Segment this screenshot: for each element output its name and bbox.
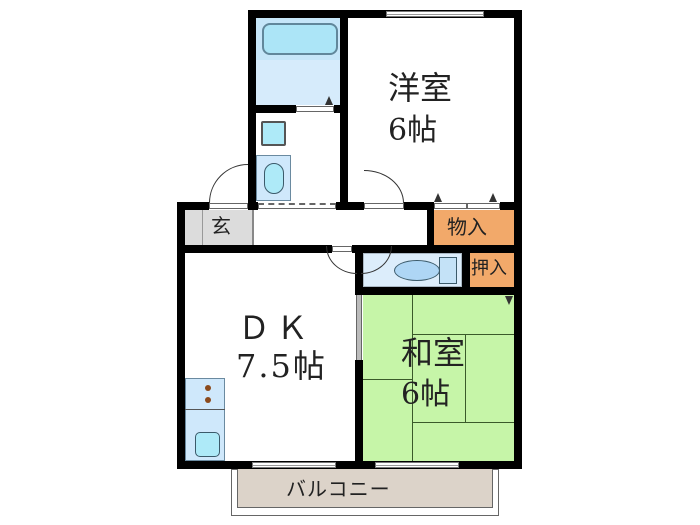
wall	[404, 202, 434, 210]
entrance	[185, 210, 252, 245]
entrance-label: 玄	[211, 214, 231, 238]
washing-machine-icon	[261, 121, 286, 146]
wall	[256, 105, 296, 113]
toilet-icon	[394, 260, 440, 281]
stove-divider	[185, 409, 225, 410]
door-marker-icon	[325, 96, 333, 105]
storage-closet	[434, 210, 514, 245]
wall	[177, 245, 332, 253]
washroom-door[interactable]	[258, 203, 336, 209]
balcony-label: バルコニー	[286, 477, 391, 501]
tatami-line	[412, 334, 514, 335]
wall	[462, 253, 470, 295]
wall	[355, 287, 522, 295]
wall	[336, 202, 364, 210]
wash-basin-icon	[264, 163, 284, 194]
window[interactable]	[252, 462, 336, 468]
tatami-line	[412, 422, 514, 423]
tatami-line	[363, 379, 413, 380]
stove-burner-icon	[205, 385, 211, 391]
wall	[248, 202, 258, 210]
dk-name: ＤＫ	[238, 309, 315, 347]
wall	[340, 10, 348, 210]
wall	[177, 202, 209, 210]
bath-door[interactable]	[296, 106, 334, 112]
door-marker-icon	[505, 296, 513, 305]
tatami-line	[412, 295, 413, 461]
western-room-door[interactable]	[364, 203, 404, 209]
entrance-step-line	[202, 210, 203, 245]
bathroom-upper-tint	[256, 18, 340, 60]
closet-label: 押入	[471, 258, 507, 279]
wall	[514, 10, 522, 469]
sink-icon	[195, 432, 220, 457]
closet	[470, 253, 514, 287]
wall	[248, 10, 256, 210]
wall	[355, 245, 363, 295]
door-marker-icon	[489, 193, 497, 202]
japanese-room-size: 6帖	[401, 377, 451, 412]
wall	[352, 245, 522, 253]
wall	[252, 210, 254, 245]
storage-door[interactable]	[467, 203, 500, 209]
bathtub-icon	[262, 23, 338, 55]
wall	[427, 202, 434, 253]
door-marker-icon	[434, 193, 442, 202]
balcony	[237, 469, 493, 508]
wall	[177, 202, 185, 469]
western-room-name: 洋室	[388, 69, 453, 107]
wall	[248, 10, 522, 18]
western-room-size: 6帖	[388, 113, 438, 148]
tatami-line	[465, 334, 466, 422]
dk-size: 7.5帖	[236, 347, 327, 385]
hallway	[252, 210, 427, 245]
storage-door[interactable]	[434, 203, 467, 209]
wall	[334, 105, 340, 113]
stove-burner-icon	[205, 397, 211, 403]
storage-label: 物入	[447, 215, 487, 239]
window[interactable]	[386, 11, 484, 17]
wall	[177, 461, 522, 469]
entrance-door[interactable]	[209, 203, 248, 209]
japanese-room-name: 和室	[401, 334, 466, 372]
toilet-tank-icon	[439, 257, 457, 284]
wall	[500, 202, 522, 210]
japanese-room	[363, 295, 514, 461]
wall	[355, 360, 363, 469]
window[interactable]	[375, 462, 459, 468]
sliding-door[interactable]	[356, 295, 362, 360]
